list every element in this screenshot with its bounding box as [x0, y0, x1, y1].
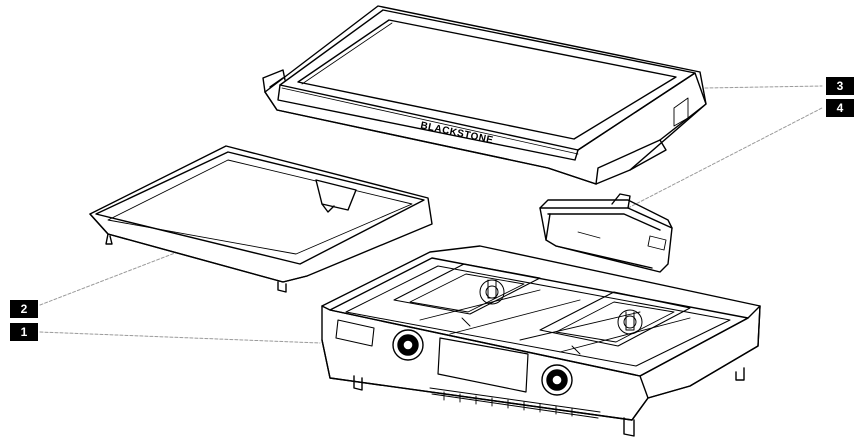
drip-tray-icon — [89, 145, 433, 293]
leader-line-3 — [704, 85, 823, 89]
callout-label-3: 3 — [826, 77, 854, 95]
leader-line-4 — [627, 107, 823, 209]
callout-label-2: 2 — [10, 300, 38, 318]
leader-line-2 — [39, 252, 176, 306]
leader-lines — [39, 85, 823, 344]
callout-label-4: 4 — [826, 99, 854, 117]
grill-base-icon — [321, 245, 761, 437]
knob-left-icon — [392, 329, 424, 361]
griddle-top-icon: BLACKSTONE — [262, 5, 707, 185]
grease-cup-icon — [539, 193, 673, 273]
knob-right-icon — [541, 364, 573, 396]
callout-label-1: 1 — [10, 323, 38, 341]
leader-line-1 — [39, 331, 321, 344]
